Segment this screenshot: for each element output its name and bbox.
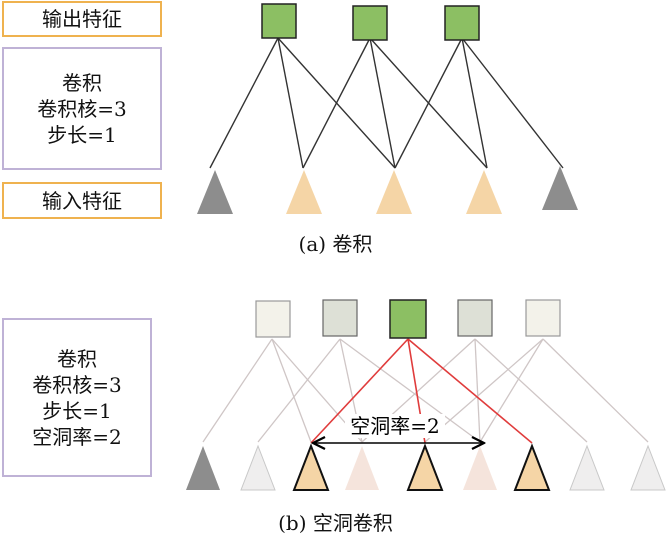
- dilation-rate-label: 空洞率=2: [350, 414, 439, 438]
- dilated-conn-left: [310, 338, 409, 444]
- conn-a-7: [394, 37, 463, 169]
- output-node-3: [444, 5, 480, 41]
- panel-a-outputs: [261, 3, 480, 41]
- caption-b: (b) 空洞卷积: [278, 511, 393, 535]
- dilated-padding-faded-right-1: [569, 444, 605, 491]
- output-feature-text: 输出特征: [42, 7, 122, 31]
- faded-output-1: [255, 300, 291, 338]
- output-feature-label: 输出特征: [2, 1, 162, 37]
- dilated-conv-params-box: 卷积 卷积核=3 步长=1 空洞率=2: [2, 318, 152, 477]
- dilated-conn-right: [407, 338, 533, 444]
- conn-a-4: [302, 37, 371, 169]
- input-feature-label: 输入特征: [2, 182, 162, 219]
- caption-a: (a) 卷积: [298, 232, 373, 256]
- dilated-input-active-2: [406, 443, 444, 491]
- input-node-2: [376, 170, 412, 214]
- faded-conn-8: [474, 338, 481, 443]
- dilated-input-faded-3: [463, 446, 497, 490]
- dilated-padding-left: [186, 446, 220, 490]
- faded-conn-2: [271, 338, 312, 443]
- dilated-input-faded-1: [240, 444, 276, 491]
- dilated-param-stride: 步长=1: [42, 398, 112, 423]
- input-feature-text: 输入特征: [42, 188, 122, 213]
- dilated-param-kernel: 卷积核=3: [32, 372, 122, 397]
- output-node-1: [261, 3, 297, 39]
- conn-a-8: [461, 37, 488, 169]
- faded-conn-11: [479, 338, 544, 443]
- faded-conn-1: [202, 338, 273, 443]
- dilated-input-faded-2: [345, 446, 379, 490]
- active-output-node: [389, 299, 427, 339]
- panel-b-outputs: [255, 299, 561, 339]
- conv-param-stride: 步长=1: [47, 122, 117, 147]
- conn-a-2: [277, 37, 304, 169]
- faded-conn-4: [257, 338, 341, 443]
- faded-conn-12: [542, 338, 649, 443]
- faded-output-2: [322, 299, 358, 337]
- panel-a-inputs: [197, 166, 578, 214]
- conv-param-kernel: 卷积核=3: [37, 96, 127, 121]
- input-node-3: [466, 170, 502, 214]
- faded-conn-9: [474, 338, 588, 443]
- conn-a-1: [209, 37, 279, 169]
- dilated-param-dilation: 空洞率=2: [32, 424, 122, 449]
- faded-output-5: [525, 299, 561, 337]
- conn-a-5: [369, 37, 396, 169]
- output-node-2: [352, 5, 388, 41]
- dilated-padding-faded-right-2: [630, 444, 666, 491]
- conn-a-9: [461, 37, 564, 169]
- dilated-param-type: 卷积: [57, 346, 97, 371]
- dilated-input-active-1: [292, 443, 330, 491]
- faded-conn-6: [339, 338, 481, 443]
- padding-node-left: [197, 170, 233, 214]
- input-node-1: [286, 170, 322, 214]
- faded-output-4: [457, 299, 493, 337]
- panel-a-connections: [209, 37, 564, 169]
- dilated-input-active-3: [513, 443, 551, 491]
- conv-param-type: 卷积: [62, 70, 102, 95]
- padding-node-right: [542, 166, 578, 210]
- conv-params-box: 卷积 卷积核=3 步长=1: [2, 47, 162, 170]
- panel-b-inputs: [186, 443, 666, 491]
- dilation-label-bg: [345, 414, 445, 438]
